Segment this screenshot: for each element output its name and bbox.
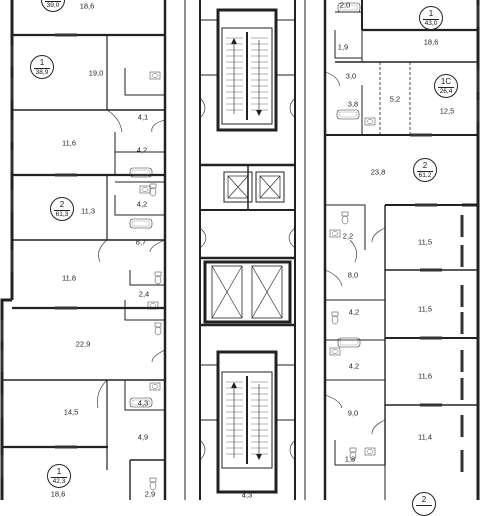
- room-area: 4,2: [348, 361, 360, 371]
- room-area: 12,5: [439, 106, 455, 116]
- stair-top: [221, 27, 273, 125]
- room-area: 11,6: [61, 138, 77, 148]
- room-area: 11,5: [417, 237, 433, 247]
- room-area: 8,7: [135, 237, 147, 247]
- apartment-rooms: 1: [428, 9, 434, 18]
- room-area: 2,0: [339, 0, 351, 10]
- right-wing: [323, 0, 480, 500]
- room-area: 4,3: [137, 398, 149, 408]
- room-area: 4,2: [136, 199, 148, 209]
- room-area: 14,5: [63, 407, 79, 417]
- room-area: 4,3: [241, 490, 253, 500]
- lift-2: [255, 171, 285, 203]
- lift-shafts: [203, 260, 292, 324]
- apartment-rooms: 1: [56, 467, 62, 476]
- room-area: 4,2: [348, 307, 360, 317]
- apartment-area: 42,3: [51, 477, 67, 485]
- room-area: 2,9: [144, 489, 156, 499]
- apartment-area: 61,3: [54, 210, 70, 218]
- room-area: 2,2: [342, 231, 354, 241]
- apartment-rooms: 2: [421, 495, 427, 504]
- room-area: 19,0: [88, 68, 104, 78]
- room-area: 23,8: [370, 167, 386, 177]
- room-area: 4,1: [137, 112, 149, 122]
- room-area: 4,2: [136, 145, 148, 155]
- room-area: 11,3: [80, 206, 96, 216]
- room-area: 18,6: [423, 37, 439, 47]
- room-area: 11,5: [417, 304, 433, 314]
- apartment-rooms: 1: [39, 58, 45, 67]
- room-area: 11,6: [417, 371, 433, 381]
- room-area: 9,0: [347, 408, 359, 418]
- room-area: 22,9: [75, 339, 91, 349]
- apartment-badge: 1 42,3: [47, 464, 71, 488]
- apartment-badge: 1 43,0: [419, 6, 443, 30]
- room-area: 18,6: [50, 489, 66, 499]
- room-area: 8,0: [347, 270, 359, 280]
- room-area: 3,8: [347, 99, 359, 109]
- apartment-area: [416, 505, 432, 506]
- apartment-area: 39,0: [45, 1, 61, 9]
- apartment-area: 61,2: [417, 171, 433, 179]
- apartment-badge: 2: [412, 492, 436, 516]
- room-area: 1,8: [344, 454, 356, 464]
- apartment-rooms: 1С: [440, 77, 452, 86]
- room-area: 11,8: [61, 273, 77, 283]
- left-fixtures: [129, 71, 162, 491]
- apartment-badge: 2 61,3: [50, 197, 74, 221]
- room-area: 11,4: [417, 432, 433, 442]
- apartment-area: 38,9: [34, 68, 50, 76]
- room-area: 3,0: [345, 71, 357, 81]
- room-area: 5,2: [389, 94, 401, 104]
- apartment-badge: 1С 26,4: [434, 74, 458, 98]
- room-area: 1,9: [337, 42, 349, 52]
- apartment-badge: 1 38,9: [30, 55, 54, 79]
- lift-1: [223, 171, 253, 203]
- apartment-area: 26,4: [438, 87, 454, 95]
- apartment-rooms: 2: [422, 161, 428, 170]
- room-area: 4,9: [137, 432, 149, 442]
- central-core: [184, 0, 306, 500]
- stair-bottom: [221, 371, 273, 469]
- floor-plan: [0, 0, 480, 500]
- apartment-badge: 2 61,2: [413, 158, 437, 182]
- left-wing: [0, 0, 167, 500]
- apartment-rooms: 2: [59, 200, 65, 209]
- apartment-area: 43,0: [423, 19, 439, 27]
- room-area: 18,6: [79, 1, 95, 11]
- room-area: 2,4: [138, 289, 150, 299]
